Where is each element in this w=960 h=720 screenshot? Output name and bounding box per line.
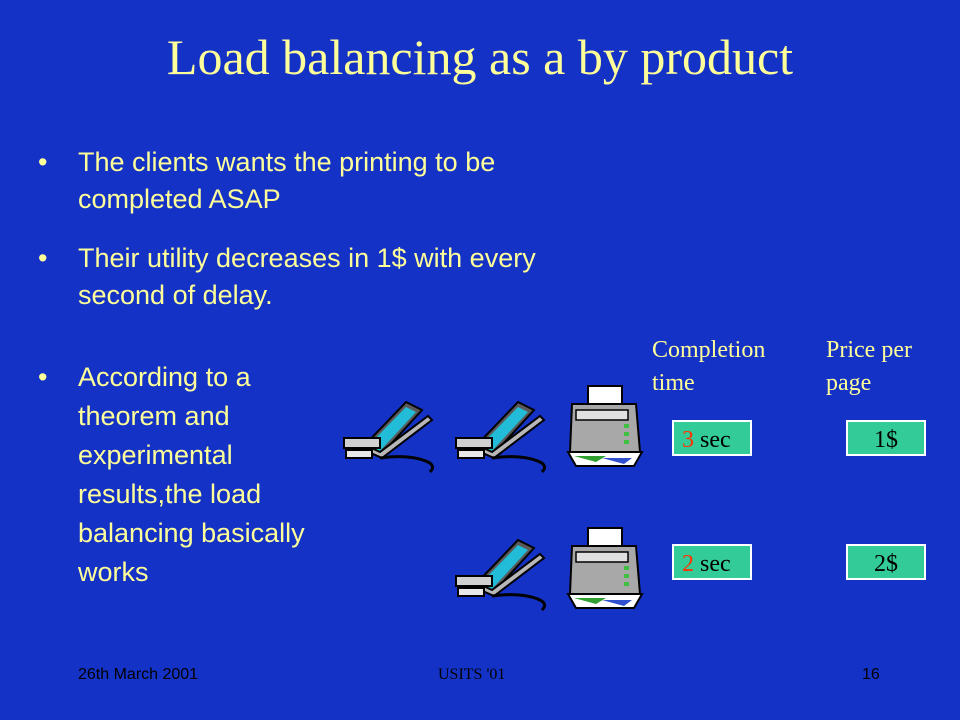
time-value: 2 [682, 551, 694, 577]
bullet-point: • The clients wants the printing to be c… [38, 144, 618, 218]
laptop-icon [452, 396, 552, 476]
printer-icon [566, 382, 646, 472]
laptop-icon [452, 534, 552, 614]
footer-date: 26th March 2001 [78, 666, 199, 683]
price-box: 1$ [846, 420, 926, 456]
slide-title: Load balancing as a by product [166, 29, 794, 85]
price-per-page-header: Price per page [826, 337, 912, 396]
completion-time-box: 2 sec [672, 544, 752, 580]
bullet-text: The clients wants the printing to be com… [78, 147, 496, 214]
time-value: 3 [682, 427, 694, 453]
bullet-text: According to a theorem and experimental … [78, 362, 305, 587]
completion-time-header: Completion time [652, 337, 766, 396]
laptop-icon [340, 396, 440, 476]
bullet-point: • Their utility decreases in 1$ with eve… [38, 240, 618, 314]
bullet-dot: • [38, 362, 48, 392]
price-box: 2$ [846, 544, 926, 580]
time-unit: sec [694, 427, 731, 453]
bullet-point: • According to a theorem and experimenta… [38, 358, 348, 592]
footer-conference: USITS '01 [438, 666, 506, 683]
printer-icon [566, 524, 646, 614]
bullet-dot: • [38, 243, 48, 273]
bullet-text: Their utility decreases in 1$ with every… [78, 243, 536, 310]
time-unit: sec [694, 551, 731, 577]
footer-page-number: 16 [862, 666, 880, 683]
completion-time-box: 3 sec [672, 420, 752, 456]
bullet-dot: • [38, 147, 48, 177]
